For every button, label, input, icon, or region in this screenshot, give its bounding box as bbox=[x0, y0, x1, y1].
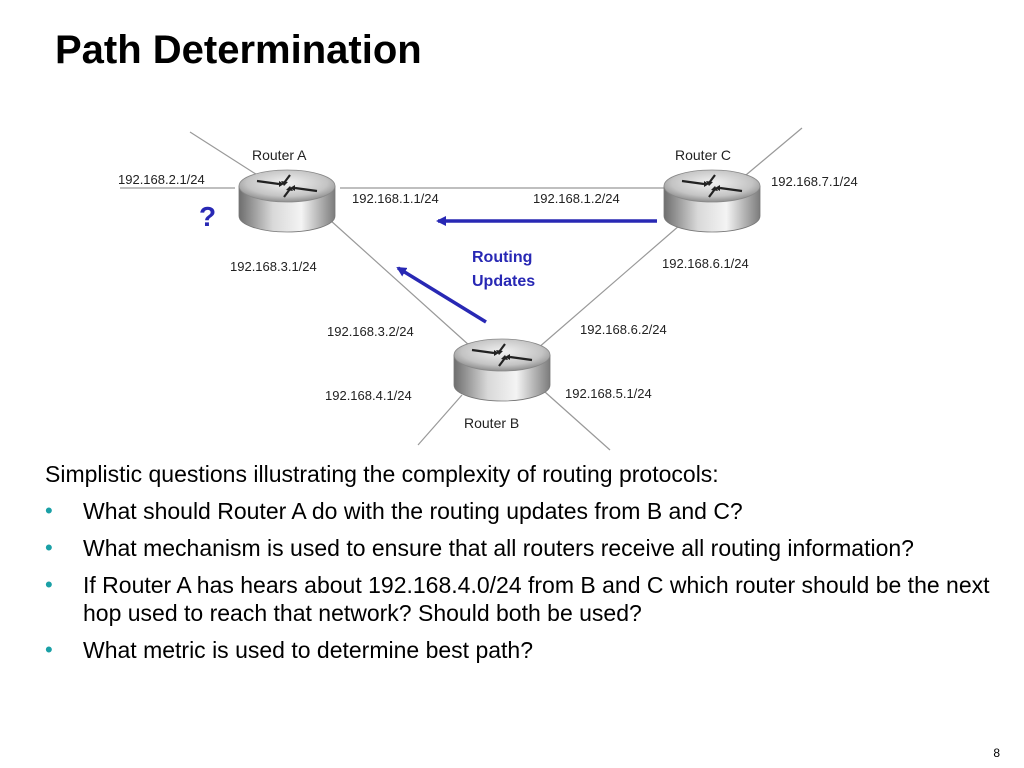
router-a-label: Router A bbox=[252, 147, 307, 163]
routing-updates-line1: Routing bbox=[472, 249, 532, 266]
bullet-point-icon: • bbox=[45, 637, 53, 662]
bullet-point-icon: • bbox=[45, 535, 53, 560]
bullet-point-icon: • bbox=[45, 572, 53, 597]
routing-update-arrow-from-b bbox=[396, 266, 487, 324]
link-a-b bbox=[329, 219, 481, 356]
question-list: • What should Router A do with the routi… bbox=[45, 497, 1005, 664]
page-number: 8 bbox=[993, 746, 1000, 760]
bullet-item: • If Router A has hears about 192.168.4.… bbox=[45, 571, 1005, 627]
interface-label-c-right: 192.168.7.1/24 bbox=[771, 174, 858, 189]
interface-label-a-left: 192.168.2.1/24 bbox=[118, 172, 205, 187]
interface-label-a-ac: 192.168.1.1/24 bbox=[352, 191, 439, 206]
network-diagram: Router A Router C Router B 192.168.2.1/2… bbox=[118, 127, 858, 451]
interface-label-a-ab: 192.168.3.1/24 bbox=[230, 259, 317, 274]
bullet-item: • What should Router A do with the routi… bbox=[45, 497, 1005, 525]
interface-label-b-right: 192.168.5.1/24 bbox=[565, 386, 652, 401]
router-c-icon bbox=[662, 168, 762, 234]
network-links bbox=[120, 127, 803, 451]
interface-label-c-cb: 192.168.6.1/24 bbox=[662, 256, 749, 271]
routing-updates-label: Routing Updates bbox=[472, 249, 537, 290]
link-a-upper-left bbox=[189, 131, 263, 179]
question-mark: ? bbox=[199, 201, 216, 232]
bullet-text: What should Router A do with the routing… bbox=[83, 498, 743, 524]
router-c-label: Router C bbox=[675, 147, 731, 163]
interface-label-b-left: 192.168.4.1/24 bbox=[325, 388, 412, 403]
bullet-text: What mechanism is used to ensure that al… bbox=[83, 535, 914, 561]
bullet-item: • What mechanism is used to ensure that … bbox=[45, 534, 1005, 562]
link-c-upper-right bbox=[739, 127, 803, 181]
bullet-point-icon: • bbox=[45, 498, 53, 523]
router-a-icon bbox=[237, 168, 337, 234]
link-c-b bbox=[529, 224, 681, 356]
router-b-icon bbox=[452, 337, 552, 403]
interface-label-c-ca: 192.168.1.2/24 bbox=[533, 191, 620, 206]
bullet-item: • What metric is used to determine best … bbox=[45, 636, 1005, 664]
bullet-text: What metric is used to determine best pa… bbox=[83, 637, 533, 663]
intro-text: Simplistic questions illustrating the co… bbox=[45, 461, 719, 487]
link-b-right bbox=[544, 391, 611, 451]
interface-label-b-bc: 192.168.6.2/24 bbox=[580, 322, 667, 337]
slide-body: Simplistic questions illustrating the co… bbox=[45, 460, 1005, 673]
link-b-left bbox=[417, 394, 463, 446]
router-b-label: Router B bbox=[464, 415, 519, 431]
bullet-text: If Router A has hears about 192.168.4.0/… bbox=[83, 572, 990, 626]
slide-title: Path Determination bbox=[55, 28, 422, 72]
interface-label-b-ba: 192.168.3.2/24 bbox=[327, 324, 414, 339]
routing-updates-line2: Updates bbox=[472, 273, 535, 290]
